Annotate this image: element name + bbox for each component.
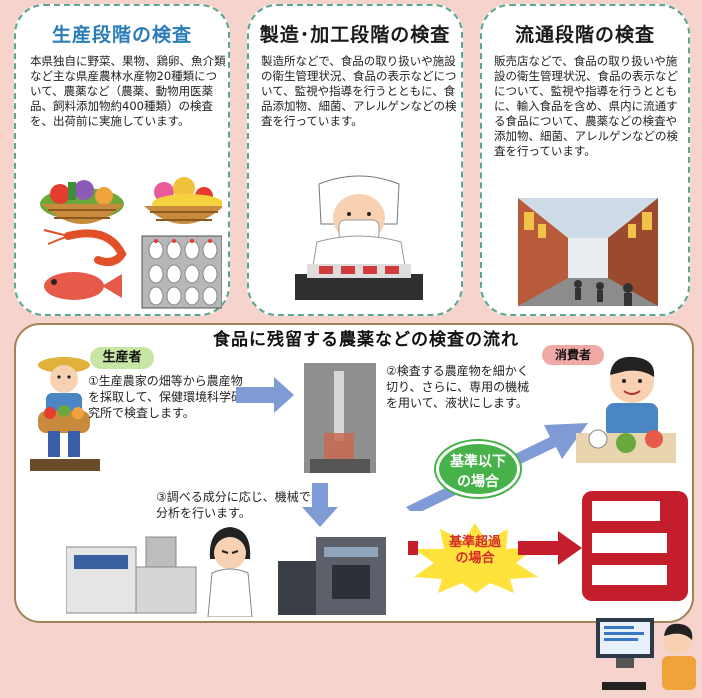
gas-chromatograph-icon <box>66 536 197 614</box>
production-stage-title: 生産段階の検査 <box>51 24 192 46</box>
production-stage-text: 本県独自に野菜、果物、鶏卵、魚介類など主な県産農林水産物20種類について、農薬な… <box>30 54 226 128</box>
production-stage-card: 生産段階の検査 本県独自に野菜、果物、鶏卵、魚介類など主な県産農林水産物20種類… <box>14 4 230 316</box>
below-standard-badge: 基準以下 の場合 <box>436 441 520 497</box>
processing-stage-card: 製造･加工段階の検査 製造所などで、食品の取り扱いや施設の衛生管理状況、食品の表… <box>247 4 463 316</box>
lc-ms-analyzer-icon <box>278 537 386 615</box>
action-dispose-recall: ●廃棄･回収 <box>592 533 668 553</box>
over-standard-label-1: 基準超過 <box>448 535 501 550</box>
over-standard-label-2: の場合 <box>455 551 495 566</box>
arrow-down-icon <box>302 483 338 527</box>
inspection-flow-panel: 食品に残留する農薬などの検査の流れ 生産者 ①生産農家の畑等から農産物を採取して… <box>14 323 694 623</box>
analyst-icon <box>207 527 253 617</box>
flow-title: 食品に残留する農薬などの検査の流れ <box>213 330 519 350</box>
over-standard-label: 基準超過 の場合 <box>440 535 510 567</box>
consumer-eating-icon <box>576 356 676 463</box>
below-standard-label-1: 基準以下 <box>450 454 506 470</box>
processing-stage-text: 製造所などで、食品の取り扱いや施設の衛生管理状況、食品の表示などについて、監視や… <box>261 54 457 128</box>
over-standard-arrow-icon <box>408 531 582 565</box>
computer-worker-icon <box>596 618 696 690</box>
shopping-street-icon <box>518 198 658 306</box>
arrow-right-icon <box>236 377 294 413</box>
produce-illustration-icon <box>40 177 222 309</box>
food-factory-worker-icon <box>295 175 423 300</box>
distribution-stage-title: 流通段階の検査 <box>514 24 655 46</box>
distribution-stage-text: 販売店などで、食品の取り扱いや施設の衛生管理状況、食品の表示などについて、監視や… <box>494 54 678 158</box>
actions-box: ●出荷停止 ●廃棄･回収 ●指導･勧告 <box>582 491 688 601</box>
processing-stage-title: 製造･加工段階の検査 <box>259 24 451 46</box>
farmer-icon <box>30 357 100 471</box>
step1-text: ①生産農家の畑等から農産物を採取して、保健環境科学研究所で検査します。 <box>88 374 244 420</box>
below-standard-label-2: の場合 <box>457 474 499 490</box>
step3-text: ③調べる成分に応じ、機械で分析を行います。 <box>156 490 311 520</box>
action-stop-shipment: ●出荷停止 <box>592 501 661 521</box>
distribution-stage-card: 流通段階の検査 販売店などで、食品の取り扱いや施設の衛生管理状況、食品の表示など… <box>480 4 690 316</box>
over-standard-burst-icon <box>414 523 538 593</box>
step2-text: ②検査する農産物を細かく切り、さらに、専用の機械を用いて、液状にします。 <box>386 364 530 410</box>
action-guidance: ●指導･勧告 <box>592 565 668 585</box>
producer-label: 生産者 <box>90 347 154 369</box>
consumer-label: 消費者 <box>542 345 604 365</box>
blender-lab-icon <box>304 363 376 473</box>
